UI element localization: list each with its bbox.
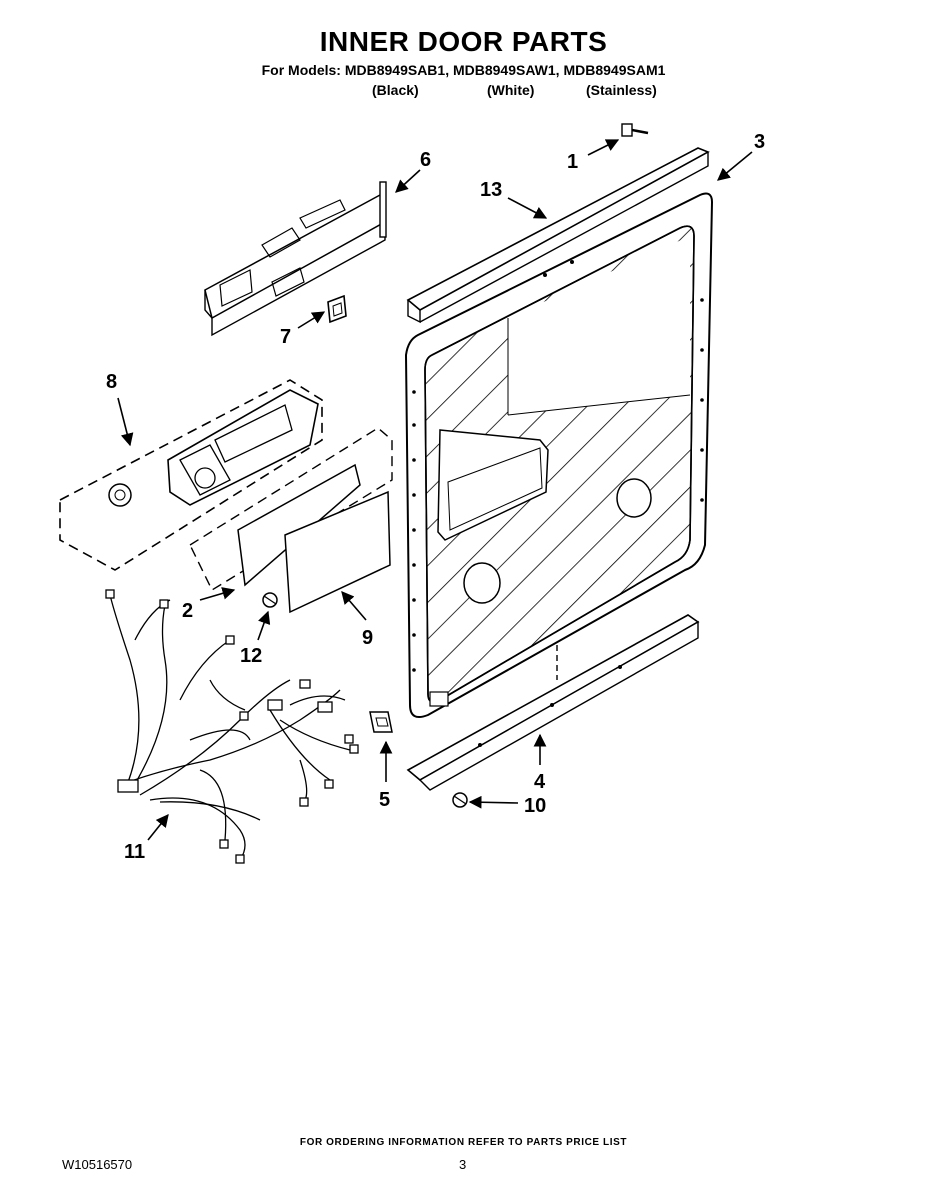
callout-13: 13 [480,179,502,201]
dispenser-assembly-part-8 [59,379,323,571]
ordering-note: FOR ORDERING INFORMATION REFER TO PARTS … [299,1137,628,1148]
color-stainless-label: (Stainless) [586,82,657,98]
wire-harness-part-11 [105,589,359,864]
switch-part-7 [327,294,347,324]
callout-5: 5 [379,789,390,811]
top-door-trim [406,147,710,324]
callout-8: 8 [106,371,117,393]
screw-part-12 [262,592,278,608]
screw-part-1 [621,123,649,137]
callout-7: 7 [280,326,291,348]
gasket-plate-part-9 [189,427,393,614]
latch-assembly-part-6 [204,181,387,337]
page-title: INNER DOOR PARTS [319,26,608,57]
callout-11: 11 [124,841,145,863]
inner-door-panel [404,192,714,718]
color-white-label: (White) [487,82,535,98]
screw-part-10 [452,792,468,808]
callout-arrows [117,139,753,841]
callout-3: 3 [754,131,765,153]
page-number: 3 [459,1157,467,1172]
callout-4: 4 [534,771,546,793]
bottom-door-trim [406,614,700,791]
color-black-label: (Black) [372,82,419,98]
callout-10: 10 [524,795,546,817]
callout-9: 9 [362,627,373,649]
models-line: For Models: MDB8949SAB1, MDB8949SAW1, MD… [261,62,666,78]
document-number: W10516570 [62,1157,133,1172]
clip-part-5 [369,711,393,733]
callout-12: 12 [240,645,262,667]
callout-1: 1 [567,151,578,173]
callout-6: 6 [420,149,431,171]
callout-2: 2 [182,600,193,622]
